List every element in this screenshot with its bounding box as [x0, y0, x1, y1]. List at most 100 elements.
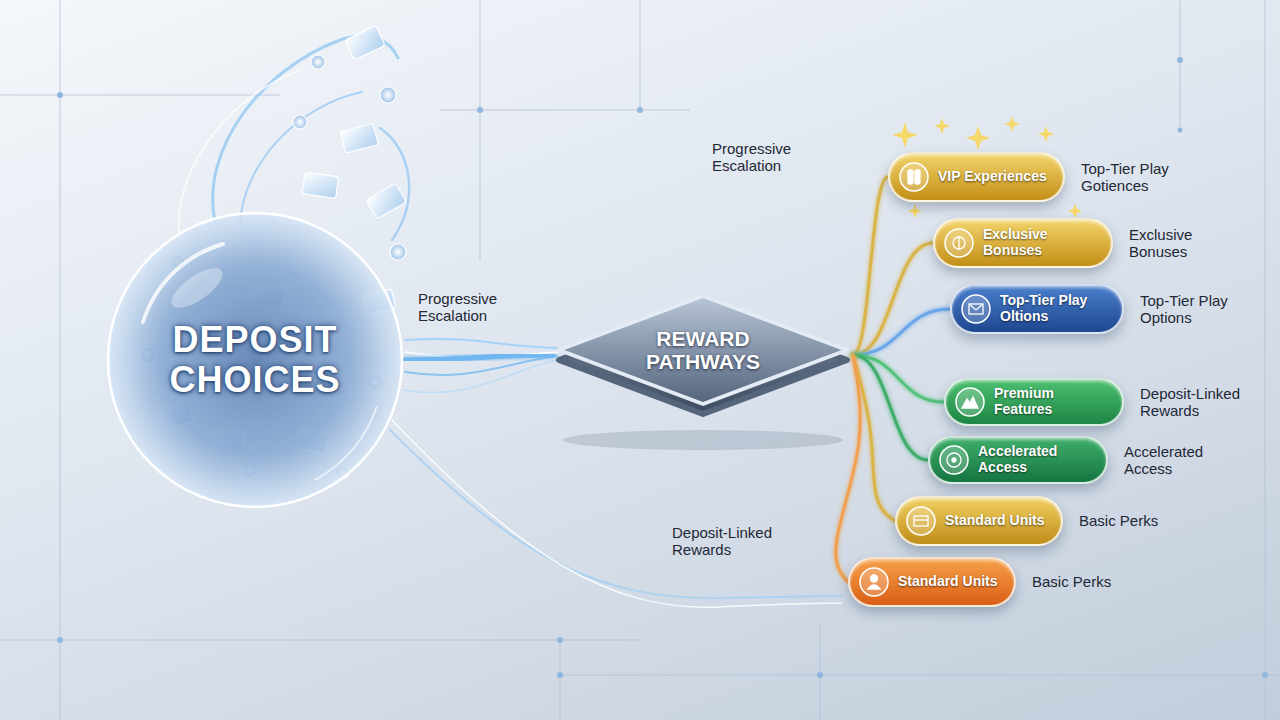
side-label: Basic Perks: [1079, 512, 1197, 529]
card-icon: [366, 183, 406, 219]
flow-strand: [403, 360, 557, 393]
coin-icon: [140, 347, 156, 363]
side-label: Deposit-Linked Rewards: [672, 524, 784, 559]
circuit-grid: [0, 640, 640, 641]
side-label: Basic Perks: [1032, 573, 1150, 590]
circuit-grid: [60, 0, 61, 720]
circuit-grid: [1265, 0, 1266, 720]
card-icon: [160, 403, 193, 428]
sparkle: [966, 126, 990, 150]
grid-dot: [817, 672, 823, 678]
circuit-grid: [480, 0, 481, 260]
text-block: VIP Experiences: [938, 169, 1047, 185]
pill-icon: [858, 566, 890, 598]
grid-dot: [557, 672, 563, 678]
pill-icon: [938, 444, 970, 476]
card-icon: [296, 428, 330, 454]
reward-pill: Accelerated Access: [928, 436, 1108, 484]
card-icon: [340, 123, 379, 153]
chip-title: REWARD PATHWAYS: [618, 327, 788, 373]
grid-dot: [1262, 672, 1268, 678]
pill-icon: [905, 505, 937, 537]
coin-icon: [390, 244, 406, 260]
pill-label: VIP Experiences: [938, 169, 1047, 185]
pill-label: Top-Tier Play Oltions: [1000, 293, 1112, 324]
circuit-grid: [0, 95, 280, 96]
flow-strand: [390, 430, 842, 598]
reward-pill: Top-Tier Play Oltions: [950, 284, 1124, 334]
flow-strand: [405, 339, 557, 348]
pill-icon: [954, 386, 986, 418]
side-label: Accelerated Access: [1124, 443, 1242, 478]
reward-pill: Premium Features: [944, 378, 1124, 426]
flow-strand: [390, 339, 842, 607]
card-icon: [345, 26, 385, 60]
money-swirl: [213, 36, 398, 222]
card-icon: [302, 172, 339, 199]
side-label: Top-Tier Play Gotiences: [1081, 160, 1199, 195]
coin-icon: [242, 462, 258, 478]
card-icon: [253, 285, 285, 308]
grid-dot: [477, 107, 483, 113]
text-block: Top-Tier Play Oltions: [1000, 293, 1112, 324]
pill-label: Accelerated Access: [978, 444, 1090, 475]
sparkle: [1038, 126, 1054, 142]
coin-icon: [140, 55, 406, 479]
circuit-grid: [560, 675, 1280, 676]
coin-icon: [171, 255, 185, 269]
chip-shadow: [563, 430, 843, 450]
text-block: DEPOSIT CHOICES: [135, 320, 375, 399]
flow-strand: [392, 420, 842, 607]
grid-dot: [57, 57, 1268, 678]
coin-icon: [311, 55, 325, 69]
grid-dot: [637, 107, 643, 113]
pill-label: Exclusive Bonuses: [983, 227, 1095, 258]
pill-label: Standard Units: [898, 574, 998, 590]
circuit-grid: [1180, 0, 1181, 130]
sparkle: [892, 116, 1082, 218]
card-icon: [362, 289, 396, 315]
side-label: Exclusive Bonuses: [1129, 226, 1247, 261]
reward-pill: Exclusive Bonuses: [933, 218, 1113, 268]
side-label: Progressive Escalation: [712, 140, 812, 175]
sparkle: [892, 122, 918, 148]
flow-connector: [853, 309, 950, 355]
text-block: Standard Units: [898, 574, 998, 590]
grid-dot: [57, 637, 63, 643]
coin-icon: [335, 465, 349, 479]
text-block: Standard Units: [945, 513, 1045, 529]
grid-dot: [57, 92, 63, 98]
glass-sphere: DEPOSIT CHOICES: [105, 210, 405, 510]
pill-label: Premium Features: [994, 386, 1106, 417]
flow-connector: [836, 355, 860, 582]
text-block: Exclusive Bonuses: [983, 227, 1095, 258]
pill-label: Standard Units: [945, 513, 1045, 529]
text-block: REWARD PATHWAYS: [618, 327, 788, 373]
circuit-grid: [560, 640, 561, 720]
flow-connector: [853, 355, 928, 460]
sparkle: [934, 118, 950, 134]
money-swirl: [240, 92, 362, 222]
sphere-title: DEPOSIT CHOICES: [135, 320, 375, 399]
sparkle: [1004, 116, 1020, 132]
pill-icon: [943, 227, 975, 259]
side-label: Progressive Escalation: [418, 290, 518, 325]
text-block: Accelerated Access: [978, 444, 1090, 475]
grid-dot: [557, 637, 563, 643]
grid-dot: [1177, 57, 1183, 63]
reward-pill: Standard Units: [848, 557, 1016, 607]
flow-connector: [405, 355, 553, 360]
circuit-grid: [640, 0, 641, 110]
flow-strand: [405, 356, 557, 375]
coin-icon: [380, 87, 396, 103]
sphere-shape: [105, 210, 405, 510]
text-block: Premium Features: [994, 386, 1106, 417]
pill-icon: [960, 293, 992, 325]
reward-pill: VIP Experiences: [888, 152, 1065, 202]
